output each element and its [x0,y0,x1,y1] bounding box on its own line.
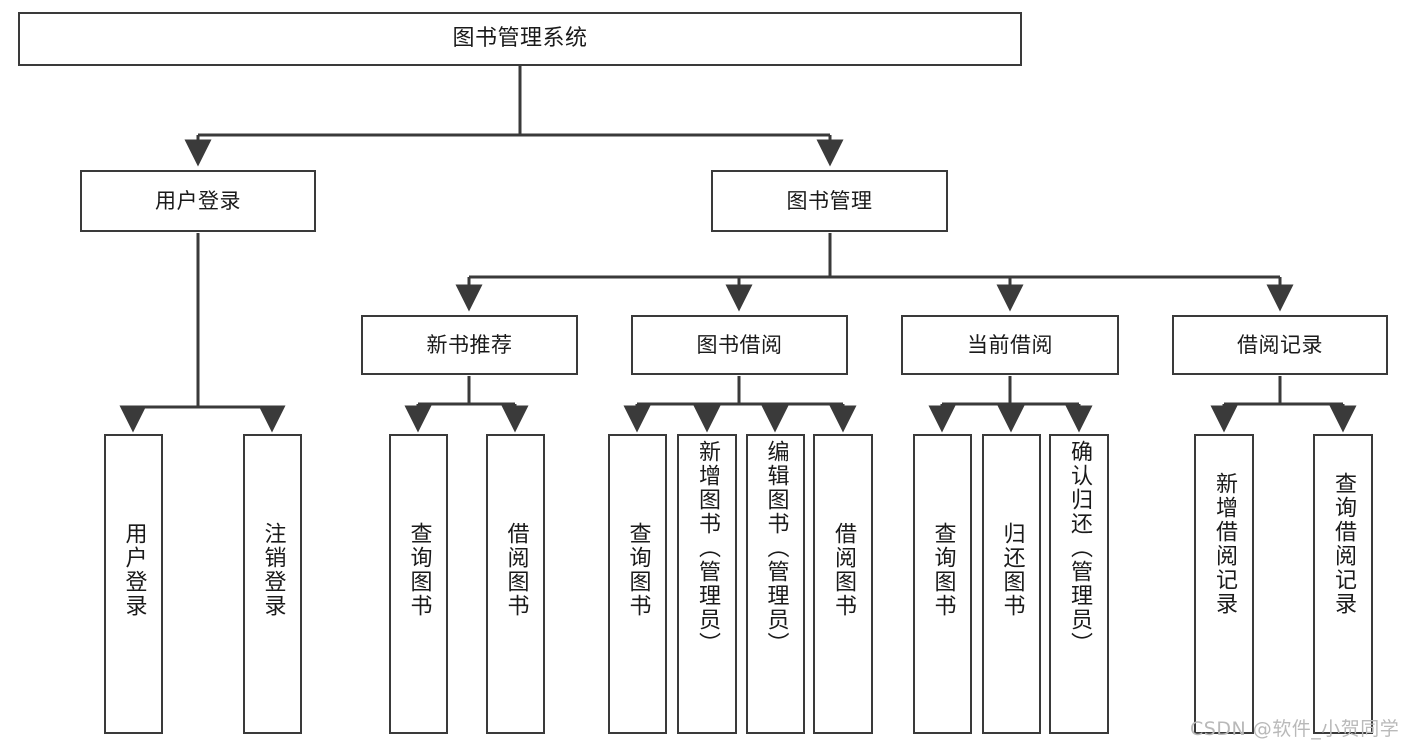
node-root-label: 图书管理系统 [452,26,588,52]
node-leaf-user-login-label: 用户登录 [121,522,147,618]
node-root[interactable]: 图书管理系统 [18,12,1022,66]
node-leaf-add-record-label: 新增借阅记录 [1212,472,1237,616]
node-new-book[interactable]: 新书推荐 [361,315,578,375]
node-book-manage[interactable]: 图书管理 [711,170,948,232]
node-leaf-borrow-book[interactable]: 借阅图书 [813,434,873,734]
node-leaf-query-record-label: 查询借阅记录 [1331,472,1356,616]
node-leaf-confirm-return-label: 确认归还（管理员） [1067,440,1092,656]
node-leaf-borrow-query-label: 查询图书 [625,522,651,618]
node-leaf-logout-label: 注销登录 [260,522,286,618]
node-leaf-edit-book-label: 编辑图书（管理员） [763,440,789,656]
node-book-borrow-label: 图书借阅 [696,332,783,357]
node-leaf-user-login[interactable]: 用户登录 [104,434,163,734]
node-leaf-current-query[interactable]: 查询图书 [913,434,972,734]
node-book-borrow[interactable]: 图书借阅 [631,315,848,375]
node-leaf-add-book[interactable]: 新增图书（管理员） [677,434,737,734]
node-leaf-borrow-query[interactable]: 查询图书 [608,434,667,734]
node-borrow-record[interactable]: 借阅记录 [1172,315,1388,375]
node-leaf-borrow-book-label: 借阅图书 [831,522,856,618]
node-leaf-query-record[interactable]: 查询借阅记录 [1313,434,1373,734]
node-leaf-edit-book[interactable]: 编辑图书（管理员） [746,434,805,734]
node-borrow-record-label: 借阅记录 [1237,332,1323,357]
node-current-borrow-label: 当前借阅 [967,332,1053,357]
csdn-watermark: CSDN @软件_小贺同学 [1190,718,1400,740]
node-leaf-new-book-borrow-label: 借阅图书 [503,522,529,618]
node-leaf-logout[interactable]: 注销登录 [243,434,302,734]
node-leaf-new-book-query[interactable]: 查询图书 [389,434,448,734]
node-leaf-return-book[interactable]: 归还图书 [982,434,1041,734]
node-leaf-add-record[interactable]: 新增借阅记录 [1194,434,1254,734]
node-current-borrow[interactable]: 当前借阅 [901,315,1119,375]
node-leaf-confirm-return[interactable]: 确认归还（管理员） [1049,434,1109,734]
node-leaf-return-book-label: 归还图书 [999,522,1025,618]
node-leaf-new-book-query-label: 查询图书 [406,522,432,618]
node-user-login[interactable]: 用户登录 [80,170,316,232]
node-new-book-label: 新书推荐 [426,332,513,357]
node-user-login-label: 用户登录 [155,188,241,213]
node-book-manage-label: 图书管理 [786,188,873,213]
node-leaf-add-book-label: 新增图书（管理员） [695,440,720,656]
node-leaf-current-query-label: 查询图书 [930,522,956,618]
node-leaf-new-book-borrow[interactable]: 借阅图书 [486,434,545,734]
